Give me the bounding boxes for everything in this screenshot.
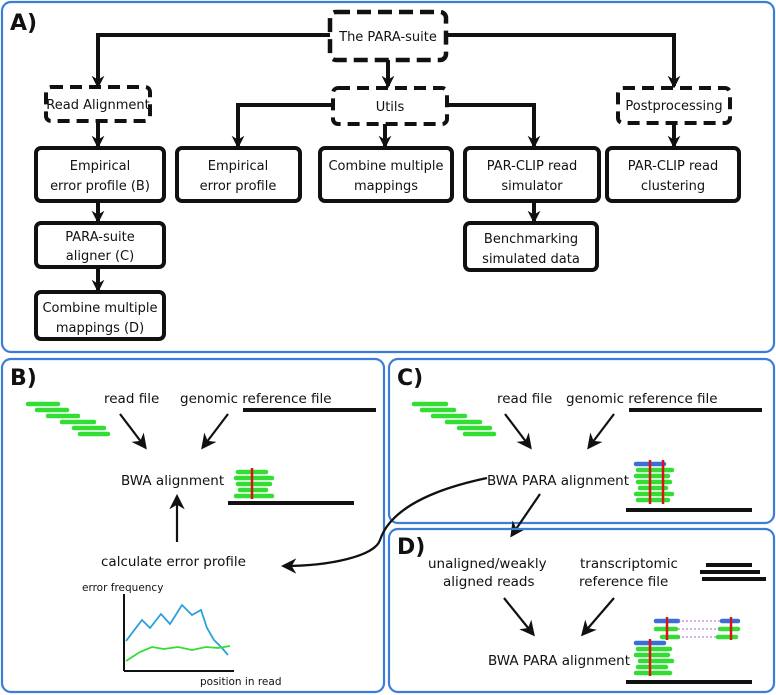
read-file-reads-icon-b <box>25 401 111 437</box>
category-read-alignment: Read Alignment <box>44 85 152 123</box>
svg-text:mappings (D): mappings (D) <box>56 321 144 336</box>
panel-a-connectors <box>91 33 681 293</box>
svg-text:simulated data: simulated data <box>482 252 580 267</box>
box-combine-multiple-mappings: Combine multiple mappings <box>318 146 454 203</box>
aligned-reads-icon-b <box>228 468 354 505</box>
svg-text:PAR-CLIP read: PAR-CLIP read <box>628 159 719 174</box>
genomic-reference-label-c: genomic reference file <box>566 391 718 407</box>
panel-d-label: D) <box>397 535 425 560</box>
arrow-ref-to-bwa-para-c <box>587 413 615 450</box>
svg-text:Utils: Utils <box>376 100 405 115</box>
svg-text:Read Alignment: Read Alignment <box>46 98 149 113</box>
read-file-label-b: read file <box>104 391 159 407</box>
box-par-clip-read-simulator: PAR-CLIP read simulator <box>463 146 601 203</box>
unaligned-reads-label-line1: unaligned/weakly <box>428 556 547 572</box>
svg-text:Benchmarking: Benchmarking <box>484 232 578 247</box>
arrow-ref-to-bwa-b <box>201 413 229 450</box>
svg-text:aligner (C): aligner (C) <box>66 249 134 264</box>
panel-d-frame <box>387 527 776 694</box>
arrow-unaligned-to-bwa-d <box>503 597 535 637</box>
category-utils: Utils <box>331 86 449 126</box>
svg-text:clustering: clustering <box>641 179 705 194</box>
aligned-reads-icon-c <box>626 460 752 512</box>
svg-text:Combine multiple: Combine multiple <box>328 159 443 174</box>
error-curve-blue <box>125 603 229 656</box>
svg-text:PAR-CLIP read: PAR-CLIP read <box>487 159 578 174</box>
transcriptomic-reference-label-line2: reference file <box>579 574 668 590</box>
box-benchmarking-simulated-data: Benchmarking simulated data <box>463 221 599 272</box>
box-empirical-error-profile-b: Empirical error profile (B) <box>34 146 166 203</box>
box-para-suite-aligner-c: PARA-suite aligner (C) <box>34 221 166 269</box>
svg-text:Combine multiple: Combine multiple <box>42 301 157 316</box>
arrow-bwa-para-to-error-profile <box>280 476 488 574</box>
svg-text:Empirical: Empirical <box>208 159 268 174</box>
panel-b-label: B) <box>10 366 37 391</box>
genomic-reference-label-b: genomic reference file <box>180 391 332 407</box>
svg-text:error profile (B): error profile (B) <box>50 179 150 194</box>
svg-text:simulator: simulator <box>501 179 563 194</box>
transcriptomic-reference-lines <box>700 563 766 581</box>
box-empirical-error-profile: Empirical error profile <box>175 146 302 203</box>
read-file-label-c: read file <box>497 391 552 407</box>
svg-text:Postprocessing: Postprocessing <box>625 99 722 114</box>
x-axis-label: position in read <box>200 676 281 688</box>
bwa-alignment-label: BWA alignment <box>121 473 224 489</box>
root-node: The PARA-suite <box>327 9 449 63</box>
arrow-read-to-bwa-para-c <box>504 413 532 450</box>
error-curve-green <box>125 645 231 662</box>
category-postprocessing: Postprocessing <box>616 86 732 125</box>
panel-a-label: A) <box>10 11 37 36</box>
panel-c-frame <box>387 357 776 525</box>
bwa-para-alignment-label-d: BWA PARA alignment <box>488 653 630 669</box>
arrow-transcriptomic-to-bwa-d <box>580 597 615 637</box>
arrow-read-to-bwa-b <box>119 413 147 450</box>
svg-text:The PARA-suite: The PARA-suite <box>338 30 437 45</box>
unaligned-reads-label-line2: aligned reads <box>443 574 535 590</box>
svg-text:error profile: error profile <box>200 179 277 194</box>
transcriptomic-reference-label-line1: transcriptomic <box>580 556 678 572</box>
calculate-error-profile-label: calculate error profile <box>101 554 246 570</box>
panel-c-label: C) <box>397 366 423 391</box>
panel-a-frame <box>0 0 776 354</box>
box-par-clip-read-clustering: PAR-CLIP read clustering <box>605 146 741 203</box>
svg-text:mappings: mappings <box>354 179 418 194</box>
svg-text:PARA-suite: PARA-suite <box>65 230 134 245</box>
read-file-reads-icon-c <box>411 401 497 437</box>
svg-text:Empirical: Empirical <box>70 159 130 174</box>
error-profile-plot: error frequency position in read <box>82 582 281 688</box>
box-combine-mappings-d: Combine multiple mappings (D) <box>34 290 166 341</box>
panel-b-frame <box>0 357 386 694</box>
aligned-reads-icon-d <box>626 617 752 684</box>
y-axis-label: error frequency <box>82 582 163 594</box>
bwa-para-alignment-label-c: BWA PARA alignment <box>487 473 629 489</box>
